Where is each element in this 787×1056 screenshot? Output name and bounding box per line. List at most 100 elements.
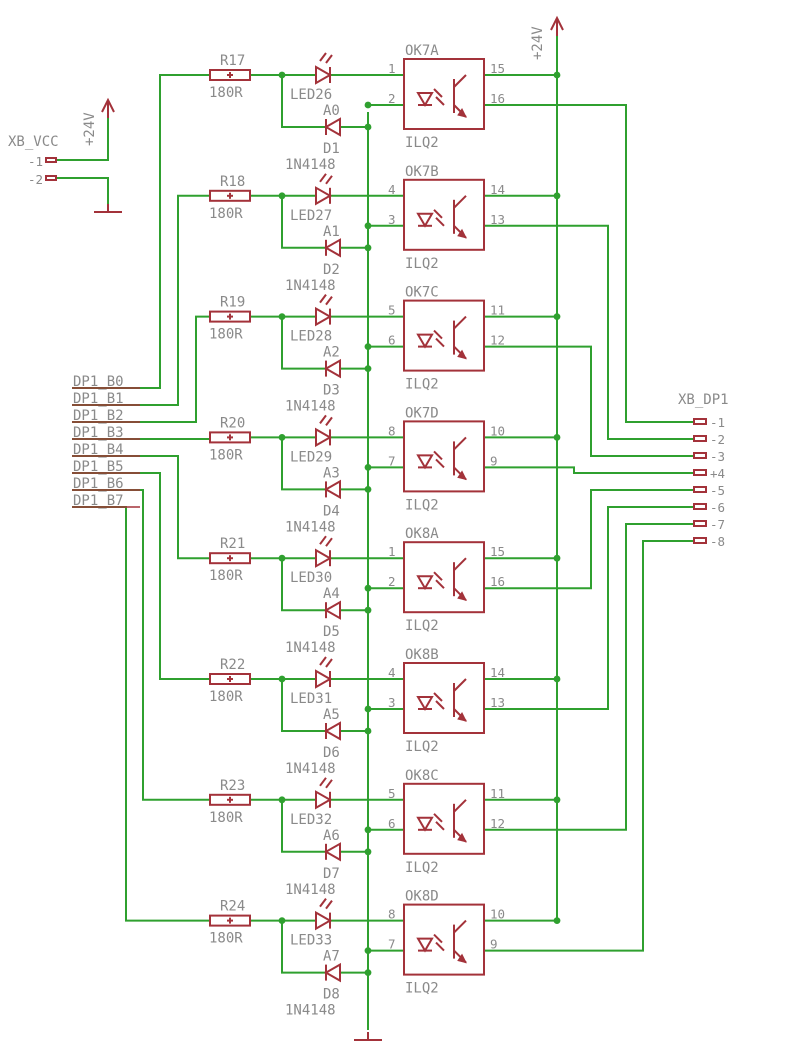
net-label: A7 <box>323 949 340 965</box>
resistor-label: R23 <box>220 778 245 794</box>
junction-dot <box>364 101 372 109</box>
opto-led-icon <box>416 696 434 711</box>
junction-dot <box>278 434 286 441</box>
xb-dp1-pin-box <box>693 452 707 459</box>
junction-dot <box>364 123 372 131</box>
led-icon <box>315 65 333 85</box>
bus-label-dp1_b6: DP1_B6 <box>73 476 124 492</box>
transistor-collector <box>453 557 467 571</box>
bus-label-dp1_b1: DP1_B1 <box>73 391 124 407</box>
led-label: LED33 <box>290 933 332 949</box>
opto-label: OK7A <box>405 43 439 59</box>
transistor-collector <box>453 919 467 934</box>
opto-led-icon <box>416 333 434 349</box>
opto-pin-cathode: 6 <box>388 816 396 831</box>
transistor-collector <box>453 315 467 330</box>
junction-dot <box>364 727 372 735</box>
led-icon <box>315 790 333 810</box>
power-label: +24V <box>82 112 98 146</box>
junction-dot <box>553 675 561 683</box>
resistor-icon <box>209 793 251 806</box>
junction-dot <box>364 705 372 713</box>
resistor-icon <box>209 69 251 81</box>
optocoupler-icon <box>403 782 485 855</box>
net-label: A3 <box>323 465 340 481</box>
opto-ray-icon <box>435 821 445 831</box>
junction-dot <box>364 486 372 493</box>
xb-vcc-pin2-box <box>45 175 57 181</box>
opto-pin-emitter: 9 <box>490 937 498 952</box>
opto-pin-anode: 1 <box>388 61 396 76</box>
junction-dot <box>278 796 286 804</box>
opto-ray-icon <box>433 692 443 702</box>
net-label: A1 <box>323 224 340 240</box>
junction-dot <box>364 826 372 834</box>
led-label: LED26 <box>290 87 332 103</box>
opto-ray-icon <box>433 209 443 219</box>
diode-label: D3 <box>323 383 340 399</box>
opto-type: ILQ2 <box>405 497 439 513</box>
transistor-arrow-icon <box>457 832 467 843</box>
opto-led-icon <box>416 937 434 953</box>
transistor-collector <box>453 678 467 692</box>
power-label: +24V <box>530 26 546 60</box>
diode-type: 1N4148 <box>285 278 336 294</box>
emitter-to-connector <box>484 345 694 457</box>
resistor-value: 180R <box>209 810 243 826</box>
emitter-to-connector <box>484 466 694 474</box>
resistor-icon <box>209 431 251 444</box>
junction-dot <box>553 796 561 804</box>
led-ray-icon <box>325 416 333 426</box>
opto-pin-collector: 15 <box>490 61 505 76</box>
diode-label: D2 <box>323 262 340 278</box>
led-ray-icon <box>319 294 327 304</box>
resistor-label: R24 <box>220 899 245 915</box>
diode-icon <box>323 479 341 500</box>
resistor-icon <box>209 310 251 323</box>
junction-dot <box>278 71 286 79</box>
opto-pin-emitter: 13 <box>490 212 505 227</box>
junction-to-diode <box>281 558 326 612</box>
opto-led-icon <box>416 92 434 107</box>
led-label: LED28 <box>290 329 332 345</box>
xb-dp1-pin-8: -8 <box>710 534 725 549</box>
diode-icon <box>323 842 341 862</box>
diode-type: 1N4148 <box>285 640 336 656</box>
opto-type: ILQ2 <box>405 981 439 997</box>
opto-label: OK8B <box>405 647 439 663</box>
junction-dot <box>278 192 286 200</box>
parts-layer <box>45 15 707 1041</box>
diode-label: D8 <box>323 987 340 1003</box>
xb-dp1-pin-box <box>693 537 707 544</box>
led-ray-icon <box>325 296 333 306</box>
resistor-label: R21 <box>220 536 245 552</box>
opto-label: OK8A <box>405 526 439 542</box>
labels-layer: +24VXB_VCC-1-2+24VDP1_B0DP1_B1DP1_B2DP1_… <box>8 26 729 1019</box>
bus-label-dp1_b7: DP1_B7 <box>73 493 124 509</box>
opto-ray-icon <box>433 571 443 581</box>
opto-pin-collector: 15 <box>490 544 505 559</box>
led-label: LED29 <box>290 449 332 465</box>
junction-dot <box>278 554 286 562</box>
led-icon <box>315 910 333 931</box>
diode-icon <box>323 358 341 379</box>
resistor-icon <box>209 673 251 685</box>
diode-label: D6 <box>323 745 340 761</box>
opto-pin-cathode: 7 <box>388 937 396 952</box>
optocoupler-icon <box>403 662 485 734</box>
opto-led-icon <box>416 212 434 228</box>
opto-label: OK7C <box>405 285 439 301</box>
led-ray-icon <box>319 52 327 62</box>
opto-type: ILQ2 <box>405 256 439 272</box>
xb-vcc-wire-2 <box>56 177 109 204</box>
junction-dot <box>278 917 286 924</box>
led-ray-icon <box>319 173 327 183</box>
led-ray-icon <box>325 899 333 910</box>
optocoupler-icon <box>403 178 485 251</box>
opto-pin-collector: 11 <box>490 303 505 318</box>
led-ray-icon <box>325 175 333 185</box>
junction-dot <box>364 848 372 856</box>
resistor-icon <box>209 914 251 927</box>
xb-dp1-pin-3: -3 <box>710 449 725 464</box>
